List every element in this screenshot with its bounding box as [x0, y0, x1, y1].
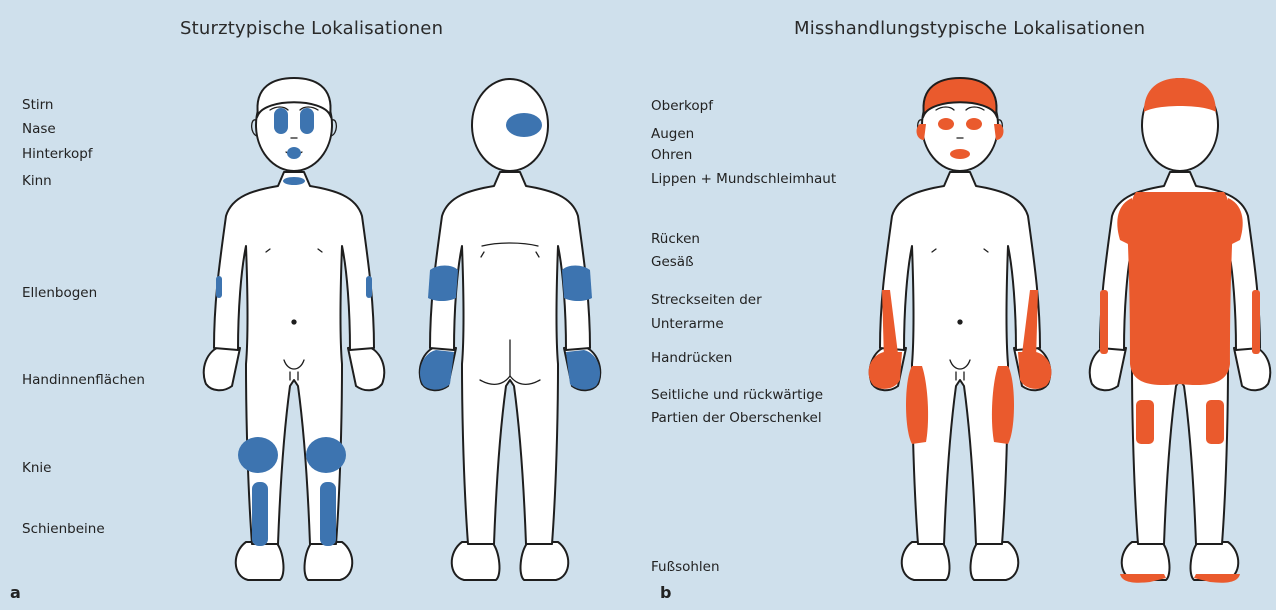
child-back-fall — [420, 79, 601, 580]
child-back-abuse — [1090, 78, 1271, 583]
child-front-fall — [204, 78, 385, 580]
child-front-abuse — [869, 78, 1052, 580]
